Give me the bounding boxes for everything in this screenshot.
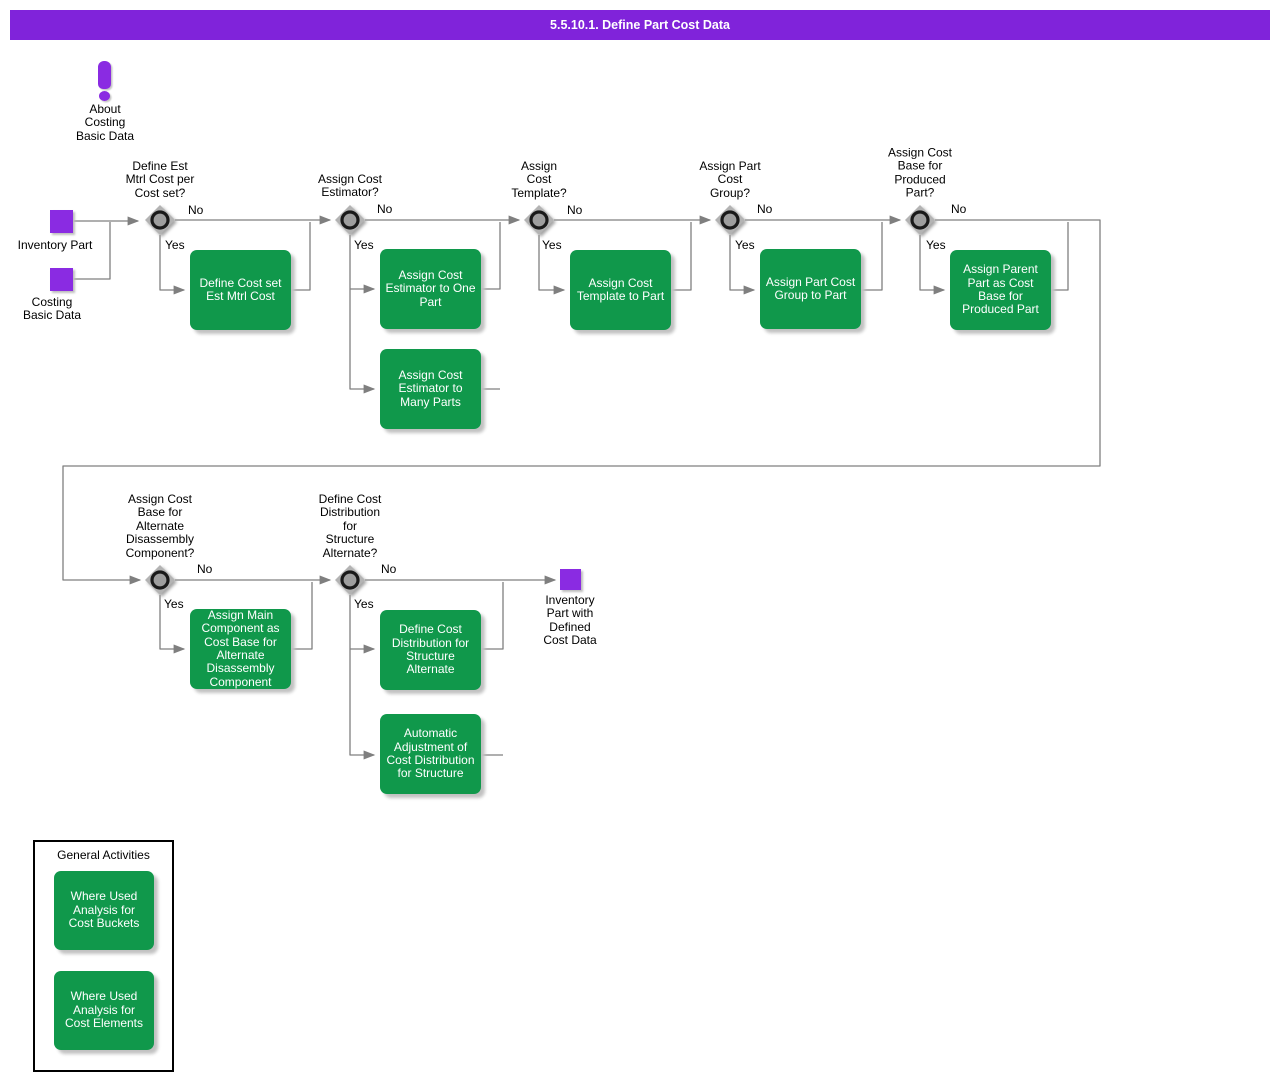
branch-yes-label: Yes: [165, 238, 185, 252]
activity-define-cost-distribution-structure-alternate[interactable]: Define Cost Distribution for Structure A…: [380, 610, 481, 690]
branch-no-label: No: [377, 202, 393, 216]
diagram-title: 5.5.10.1. Define Part Cost Data: [550, 18, 730, 32]
decision-assign-cost-base-produced-part: [898, 198, 942, 242]
decision-question: Assign Cost Estimator?: [317, 172, 383, 200]
decision-diamond-icon: [715, 205, 745, 235]
activity-assign-main-component-as-cost-base[interactable]: Assign Main Component as Cost Base for A…: [190, 607, 291, 689]
activity-label: Assign Parent Part as Cost Base for Prod…: [962, 262, 1039, 317]
branch-no-label: No: [567, 203, 583, 217]
activity-assign-cost-template-to-part[interactable]: Assign Cost Template to Part: [570, 250, 671, 330]
about-note-icon[interactable]: [96, 60, 116, 102]
activity-label: Automatic Adjustment of Cost Distributio…: [386, 726, 475, 781]
end-node-inventory-part-with-defined-cost-data: [560, 569, 581, 590]
start-node-inventory-part: [50, 210, 73, 233]
exclamation-bar-icon: [98, 61, 111, 89]
activity-assign-parent-part-as-cost-base[interactable]: Assign Parent Part as Cost Base for Prod…: [950, 250, 1051, 330]
branch-no-label: No: [381, 562, 397, 576]
decision-question: Define Est Mtrl Cost per Cost set?: [125, 158, 195, 200]
diagram-title-bar: 5.5.10.1. Define Part Cost Data: [10, 10, 1270, 40]
end-node-label: Inventory Part with Defined Cost Data: [543, 593, 597, 648]
decision-question: Assign Cost Base for Alternate Disassemb…: [125, 491, 195, 560]
branch-yes-label: Yes: [735, 238, 755, 252]
activity-where-used-analysis-cost-buckets[interactable]: Where Used Analysis for Cost Buckets: [54, 871, 154, 950]
activity-automatic-adjustment-cost-distribution[interactable]: Automatic Adjustment of Cost Distributio…: [380, 714, 481, 794]
branch-yes-label: Yes: [926, 238, 946, 252]
activity-assign-cost-estimator-many-parts[interactable]: Assign Cost Estimator to Many Parts: [380, 349, 481, 429]
branch-yes-label: Yes: [354, 238, 374, 252]
decision-assign-cost-estimator: [328, 198, 372, 242]
decision-diamond-icon: [335, 205, 365, 235]
activity-label: Define Cost Distribution for Structure A…: [391, 622, 470, 677]
decision-question: Define Cost Distribution for Structure A…: [318, 491, 382, 560]
decision-assign-part-cost-group: [708, 198, 752, 242]
branch-yes-label: Yes: [542, 238, 562, 252]
activity-assign-cost-estimator-one-part[interactable]: Assign Cost Estimator to One Part: [380, 249, 481, 329]
activity-label: Where Used Analysis for Cost Buckets: [68, 889, 140, 931]
decision-diamond-icon: [145, 205, 175, 235]
decision-assign-cost-base-alternate-disassembly: [138, 558, 182, 602]
decision-diamond-icon: [905, 205, 935, 235]
activity-label: Where Used Analysis for Cost Elements: [64, 989, 144, 1031]
decision-question: Assign Part Cost Group?: [699, 158, 761, 200]
activity-label: Define Cost set Est Mtrl Cost: [199, 275, 282, 303]
decision-assign-cost-template: [517, 198, 561, 242]
exclamation-dot-icon: [99, 91, 110, 101]
general-activities-title: General Activities: [57, 848, 150, 862]
start-node-costing-basic-data: [50, 268, 73, 291]
branch-no-label: No: [951, 202, 967, 216]
decision-define-cost-distribution: [328, 558, 372, 602]
general-activities-frame: General Activities Where Used Analysis f…: [33, 840, 174, 1072]
activity-where-used-analysis-cost-elements[interactable]: Where Used Analysis for Cost Elements: [54, 971, 154, 1050]
decision-question: Assign Cost Base for Produced Part?: [887, 145, 953, 200]
decision-diamond-icon: [524, 205, 554, 235]
activity-label: Assign Main Component as Cost Base for A…: [201, 607, 280, 689]
branch-yes-label: Yes: [354, 597, 374, 611]
start-node-inventory-part-label: Inventory Part: [17, 238, 93, 252]
decision-define-est-mtrl-cost: [138, 198, 182, 242]
branch-no-label: No: [188, 203, 204, 217]
activity-assign-part-cost-group-to-part[interactable]: Assign Part Cost Group to Part: [760, 249, 861, 329]
decision-diamond-icon: [145, 565, 175, 595]
decision-diamond-icon: [335, 565, 365, 595]
activity-define-cost-set-est-mtrl-cost[interactable]: Define Cost set Est Mtrl Cost: [190, 250, 291, 330]
about-note-label: About Costing Basic Data: [75, 102, 135, 143]
activity-label: Assign Cost Template to Part: [576, 275, 665, 303]
branch-no-label: No: [757, 202, 773, 216]
branch-no-label: No: [197, 562, 213, 576]
activity-label: Assign Cost Estimator to One Part: [385, 267, 476, 309]
branch-yes-label: Yes: [164, 597, 184, 611]
decision-question: Assign Cost Template?: [511, 158, 567, 200]
activity-label: Assign Cost Estimator to Many Parts: [398, 367, 463, 409]
activity-label: Assign Part Cost Group to Part: [765, 274, 856, 302]
start-node-costing-basic-data-label: Costing Basic Data: [22, 295, 82, 323]
